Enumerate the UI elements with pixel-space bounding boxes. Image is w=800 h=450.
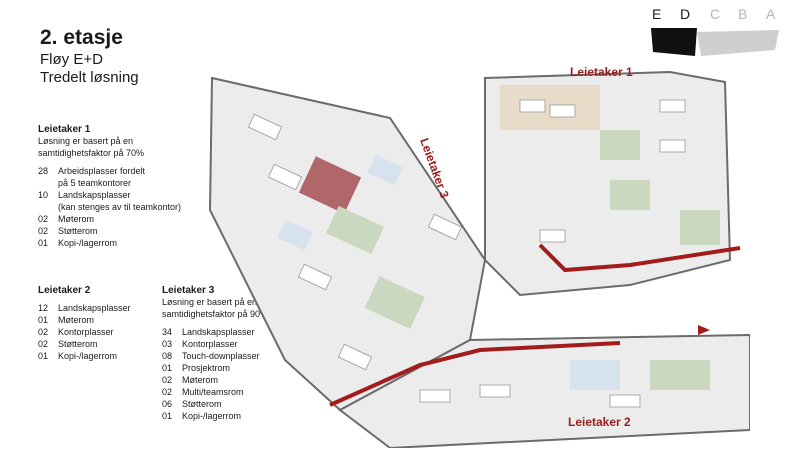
tenant1-divider (538, 243, 741, 273)
wing-e-d-shape (651, 28, 697, 56)
tenant3-heading: Leietaker 3 (162, 285, 215, 296)
floor-plan: Leietaker 1 Leietaker 2 Leietaker 3 (208, 65, 750, 448)
meeting-room (650, 360, 710, 390)
tenant1-note: Løsning er basert på en samtidighetsfakt… (38, 136, 145, 158)
solution-subtitle: Tredelt løsning (40, 69, 139, 86)
wing-subtitle: Fløy E+D (40, 51, 103, 68)
tenant3-summary: Leietaker 3 Løsning er basert på en samt… (162, 285, 302, 422)
wing-letter-b: B (738, 6, 748, 22)
office-room (367, 154, 403, 186)
tenant2-divider (329, 341, 621, 407)
meeting-room (680, 210, 720, 245)
office-room (277, 219, 313, 251)
wing-letter-c: C (710, 6, 721, 22)
tenant1-heading: Leietaker 1 (38, 124, 91, 135)
list-item: på 5 teamkontorer (58, 178, 132, 188)
meeting-room (364, 276, 425, 329)
wing-letter-e: E (652, 6, 662, 22)
entrance-arrow-icon (698, 325, 710, 335)
list-item: (kan stenges av til teamkontor) (58, 202, 182, 212)
tenant2-heading: Leietaker 2 (38, 285, 91, 296)
meeting-room (610, 180, 650, 210)
meeting-room (326, 205, 384, 255)
desk-clusters (247, 99, 686, 408)
tenant1-summary: Leietaker 1 Løsning er basert på en samt… (38, 124, 208, 249)
label-leietaker-2: Leietaker 2 (568, 415, 631, 429)
wing-letter-a: A (766, 6, 776, 22)
tenant3-note: Løsning er basert på en samtidighetsfakt… (162, 297, 269, 319)
project-room (298, 156, 362, 214)
label-leietaker-1: Leietaker 1 (570, 65, 633, 79)
page-title: 2. etasje (40, 26, 123, 49)
wing-key-map (651, 28, 779, 56)
bottom-wing-floor (338, 333, 750, 448)
office-room (570, 360, 620, 390)
wing-letter-d: D (680, 6, 691, 22)
wing-c-b-a-shape (697, 30, 779, 56)
meeting-room (600, 130, 640, 160)
